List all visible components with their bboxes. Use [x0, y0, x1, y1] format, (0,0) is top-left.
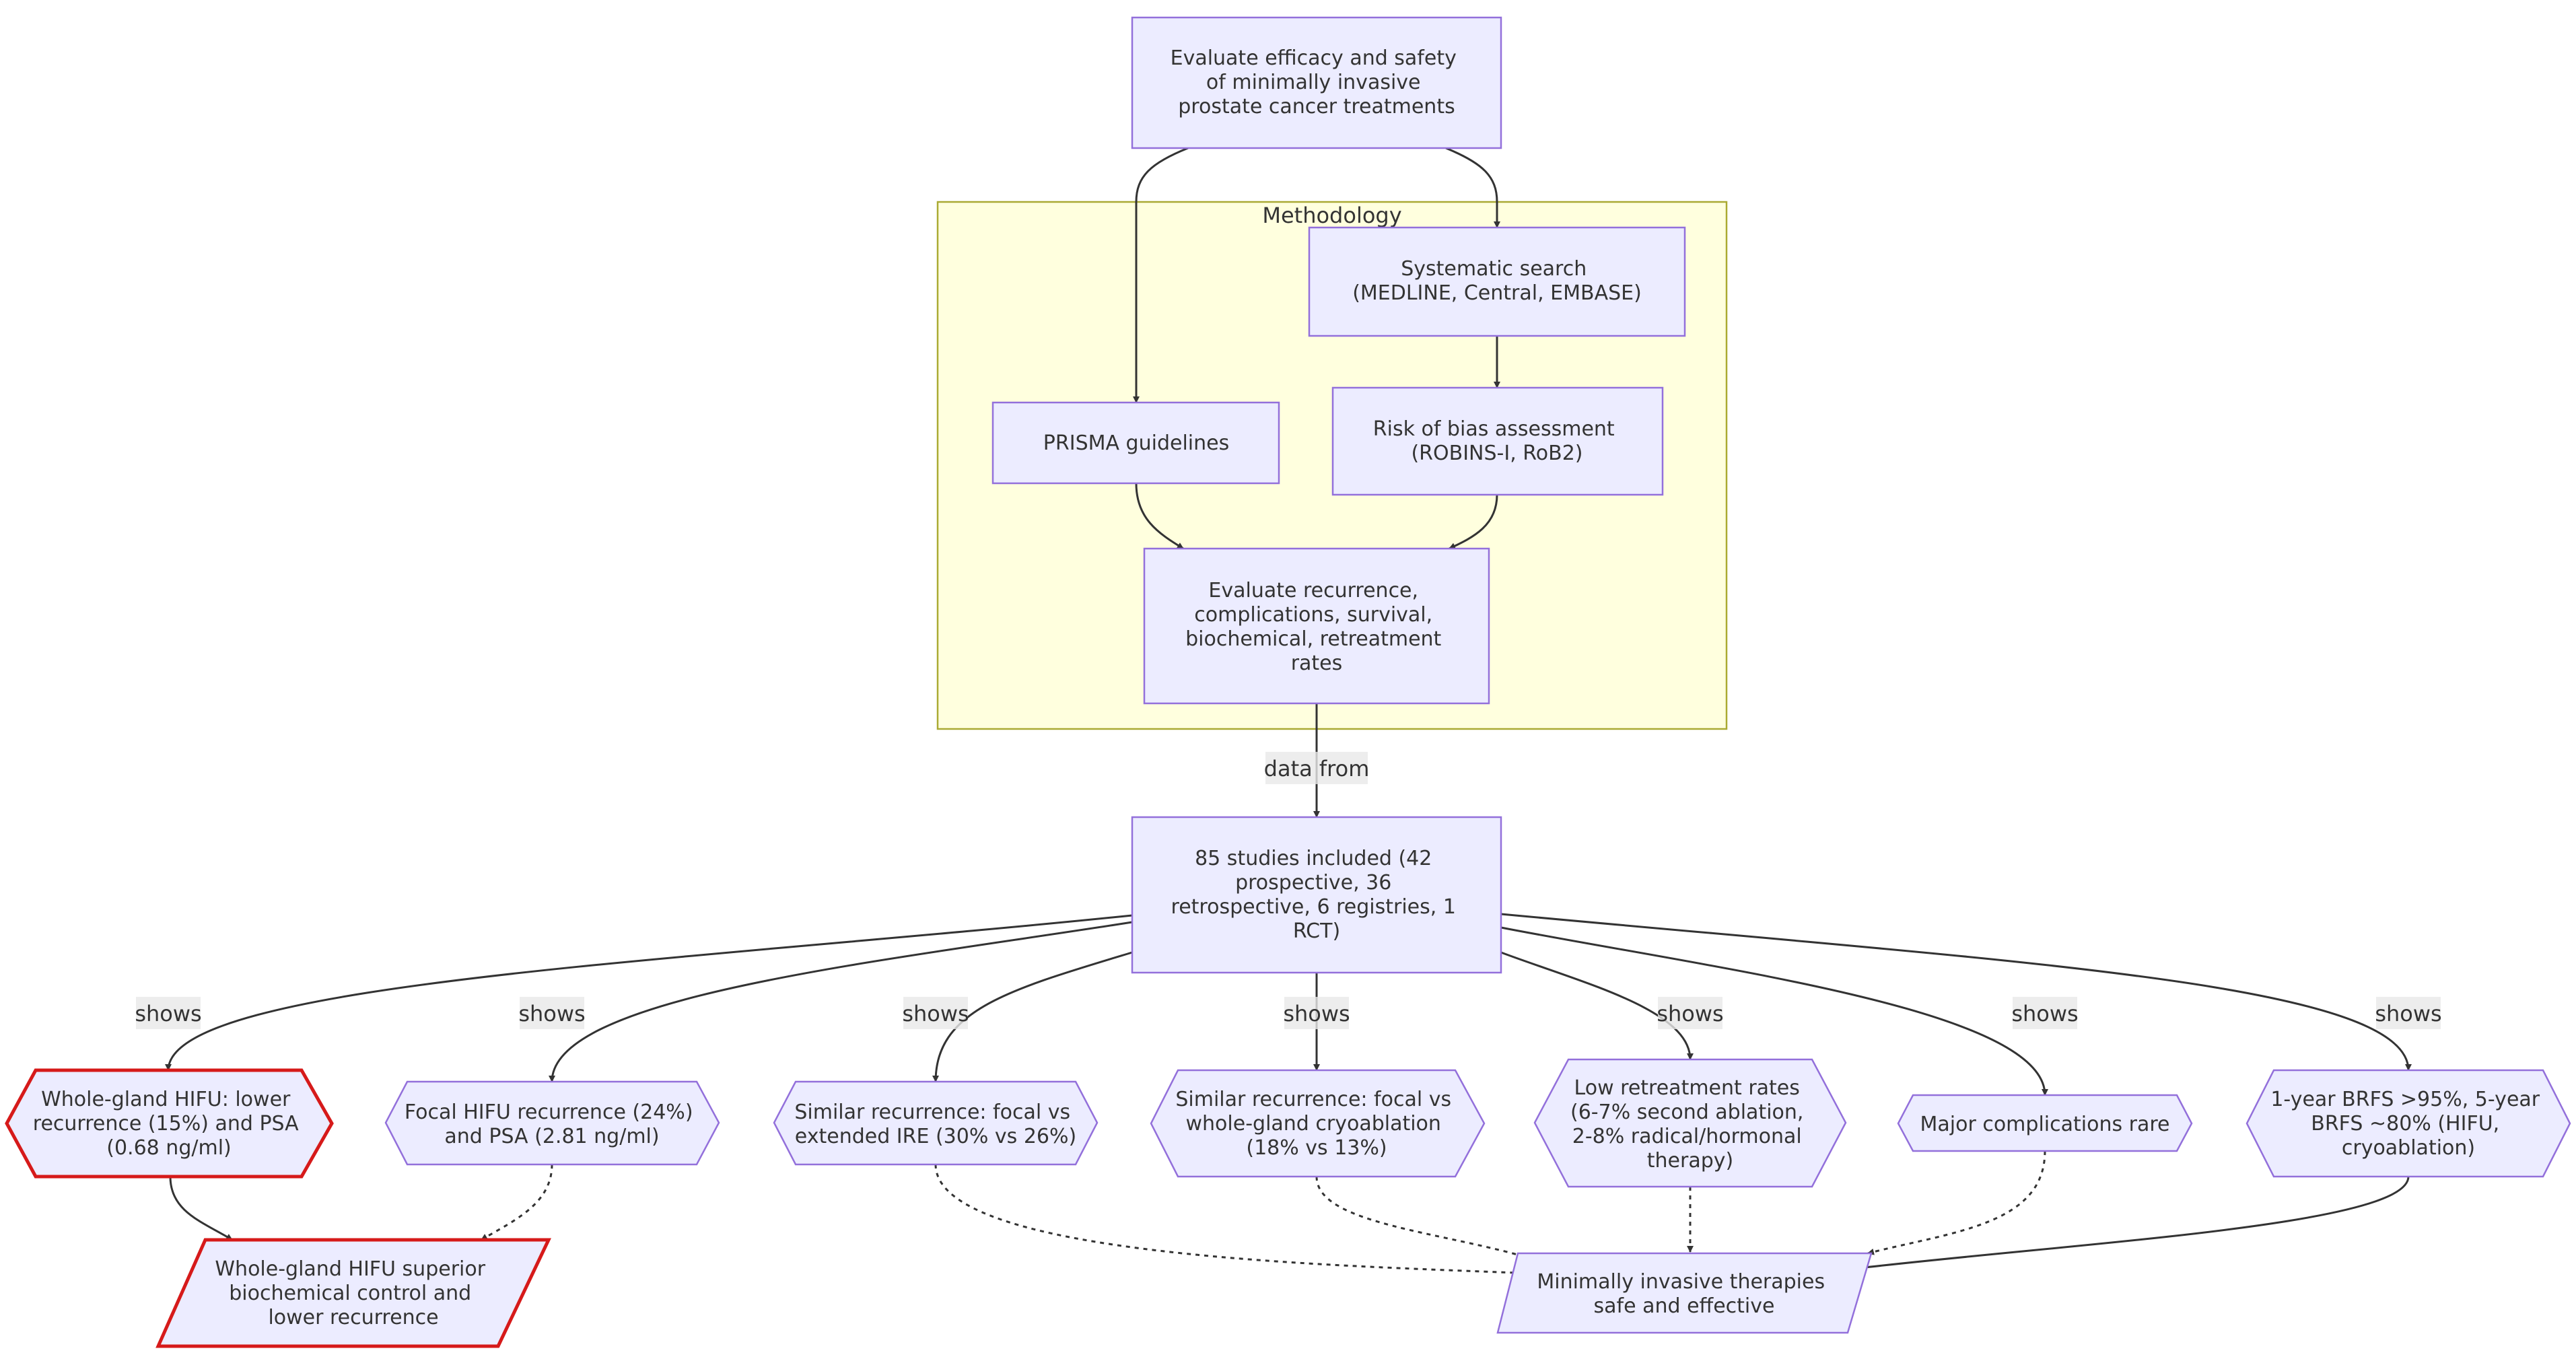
edge-label-shows: shows: [2011, 1001, 2078, 1026]
edge-studies-to-retreat: [1500, 951, 1694, 1060]
edges: [165, 147, 2412, 1277]
node-prisma-label: PRISMA guidelines: [1043, 431, 1229, 455]
edge-goal-to-search: [1445, 147, 1500, 228]
edge-label-shows: shows: [1657, 1001, 1723, 1026]
node-retreat-label: Low retreatment rates (6-7% second ablat…: [1570, 1076, 1810, 1173]
node-safe: Minimally invasive therapies safe and ef…: [1496, 1252, 1873, 1334]
edge-focal-to-superior: [481, 1164, 553, 1241]
node-prisma: PRISMA guidelines: [991, 401, 1280, 485]
node-brfs-label: 1-year BRFS >95%, 5-year BRFS ~80% (HIFU…: [2270, 1088, 2546, 1160]
edge-cryo-to-safe: [1315, 1176, 1539, 1263]
node-search: Systematic search (MEDLINE, Central, EMB…: [1308, 226, 1686, 337]
edge-wg-hifu-to-superior: [169, 1176, 233, 1241]
node-retreat: Low retreatment rates (6-7% second ablat…: [1533, 1058, 1847, 1188]
node-studies-label: 85 studies included (42 prospective, 36 …: [1171, 847, 1463, 943]
node-complications: Major complications rare: [1897, 1094, 2193, 1152]
node-goal-label: Evaluate efficacy and safety of minimall…: [1171, 46, 1463, 118]
node-brfs: 1-year BRFS >95%, 5-year BRFS ~80% (HIFU…: [2246, 1069, 2571, 1178]
node-search-label: Systematic search (MEDLINE, Central, EMB…: [1352, 257, 1642, 305]
node-focal-hifu-label: Focal HIFU recurrence (24%) and PSA (2.8…: [405, 1101, 699, 1148]
edge-label-shows: shows: [518, 1001, 585, 1026]
node-focal-hifu: Focal HIFU recurrence (24%) and PSA (2.8…: [384, 1080, 720, 1166]
node-goal: Evaluate efficacy and safety of minimall…: [1131, 16, 1502, 149]
edge-bias-to-outcomes: [1449, 494, 1498, 550]
edge-label-shows: shows: [1283, 1001, 1350, 1026]
edge-brfs-to-safe: [1858, 1176, 2410, 1271]
edge-studies-to-ire: [932, 951, 1133, 1082]
node-studies: 85 studies included (42 prospective, 36 …: [1131, 816, 1502, 974]
edge-label-data-from: data from: [1264, 756, 1370, 781]
node-bias-label: Risk of bias assessment (ROBINS-I, RoB2): [1373, 417, 1621, 465]
node-bias: Risk of bias assessment (ROBINS-I, RoB2): [1331, 386, 1664, 496]
edge-studies-to-wg-hifu: [165, 914, 1133, 1071]
methodology-cluster-title: Methodology: [1262, 203, 1401, 228]
node-wg-hifu-label: Whole-gland HIFU: lower recurrence (15%)…: [33, 1088, 305, 1160]
edge-labels: data from shows shows shows shows shows …: [135, 752, 2442, 1029]
edge-studies-to-complications: [1500, 926, 2048, 1096]
edge-studies-to-focal-hifu: [549, 921, 1133, 1082]
node-wg-hifu: Whole-gland HIFU: lower recurrence (15%)…: [5, 1068, 334, 1179]
node-cryo: Similar recurrence: focal vs whole-gland…: [1150, 1069, 1486, 1178]
edge-goal-to-prisma: [1133, 147, 1189, 403]
node-wg-superior: Whole-gland HIFU superior biochemical co…: [155, 1238, 551, 1348]
nodes: Evaluate efficacy and safety of minimall…: [5, 16, 2571, 1348]
node-outcomes: Evaluate recurrence, complications, surv…: [1143, 547, 1490, 705]
edge-studies-to-brfs: [1500, 913, 2412, 1071]
node-complications-label: Major complications rare: [1920, 1113, 2170, 1136]
node-cryo-label: Similar recurrence: focal vs whole-gland…: [1175, 1088, 1457, 1160]
node-safe-label: Minimally invasive therapies safe and ef…: [1537, 1270, 1831, 1318]
edge-label-shows: shows: [2375, 1001, 2441, 1026]
edge-ire-to-safe: [934, 1164, 1532, 1277]
node-wg-superior-label: Whole-gland HIFU superior biochemical co…: [215, 1257, 491, 1329]
edge-label-shows: shows: [135, 1001, 201, 1026]
edge-complications-to-safe: [1867, 1150, 2046, 1255]
node-ire-label: Similar recurrence: focal vs extended IR…: [794, 1101, 1076, 1148]
edge-label-shows: shows: [902, 1001, 969, 1026]
node-ire: Similar recurrence: focal vs extended IR…: [773, 1080, 1099, 1166]
edge-prisma-to-outcomes: [1135, 483, 1184, 550]
node-outcomes-label: Evaluate recurrence, complications, surv…: [1185, 579, 1448, 675]
